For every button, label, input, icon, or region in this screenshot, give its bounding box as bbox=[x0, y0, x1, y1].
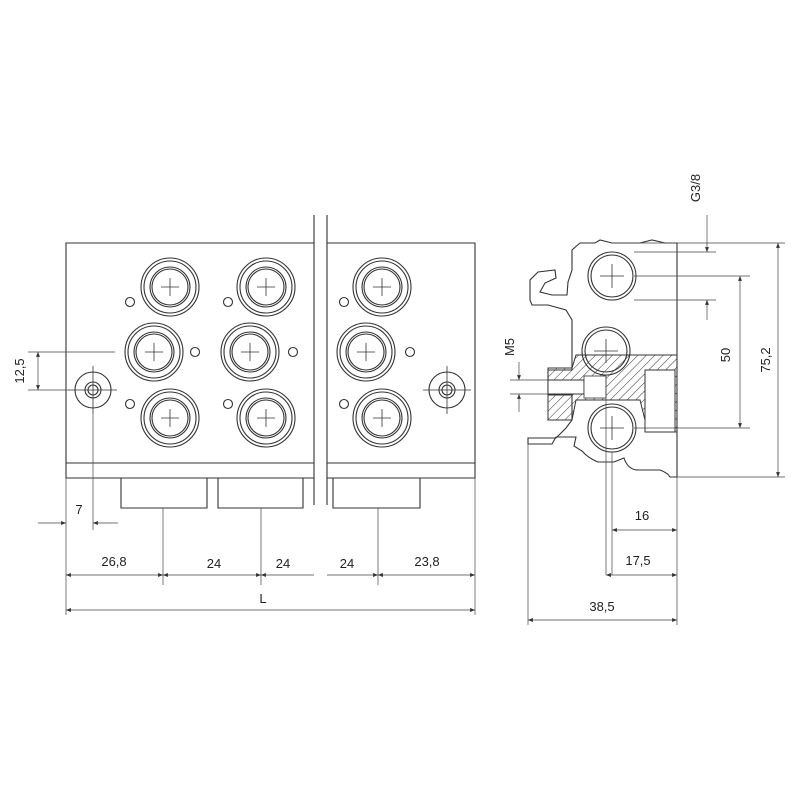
dim-L: L bbox=[259, 591, 266, 606]
dim-38-5: 38,5 bbox=[589, 599, 614, 614]
dim-M5: M5 bbox=[502, 338, 517, 356]
small-hole bbox=[404, 346, 416, 358]
side-bore-bottom bbox=[587, 403, 637, 453]
port bbox=[236, 257, 296, 317]
dim-17-5: 17,5 bbox=[625, 553, 650, 568]
dim-24-b: 24 bbox=[276, 556, 290, 571]
cross-bore bbox=[583, 375, 607, 399]
port bbox=[220, 322, 280, 382]
dim-26-8: 26,8 bbox=[101, 554, 126, 569]
dim-23-8: 23,8 bbox=[414, 554, 439, 569]
port bbox=[140, 257, 200, 317]
port bbox=[124, 322, 184, 382]
small-hole bbox=[287, 346, 299, 358]
dim-50: 50 bbox=[718, 348, 733, 362]
port bbox=[352, 257, 412, 317]
port bbox=[336, 322, 396, 382]
dim-G3-8: G3/8 bbox=[688, 174, 703, 202]
front-body-left bbox=[65, 242, 314, 479]
front-dimensions: 12,5 7 26,8 24 24 24 23,8 L bbox=[12, 351, 476, 615]
small-hole bbox=[222, 398, 234, 410]
side-dimensions: G3/8 50 75,2 M5 16 17,5 38,5 bbox=[502, 174, 785, 625]
dim-75-2: 75,2 bbox=[758, 347, 773, 372]
bottom-tab-3 bbox=[332, 478, 421, 509]
small-hole bbox=[338, 398, 350, 410]
dim-24-c: 24 bbox=[340, 556, 354, 571]
side-bore-top bbox=[587, 251, 637, 301]
mounting-hole-left bbox=[69, 366, 117, 414]
small-hole bbox=[222, 296, 234, 308]
small-hole bbox=[124, 398, 136, 410]
small-hole bbox=[338, 296, 350, 308]
counter-bore bbox=[644, 369, 676, 433]
bottom-tab-2 bbox=[217, 478, 304, 509]
port bbox=[140, 388, 200, 448]
bottom-tab-1 bbox=[120, 478, 208, 509]
port bbox=[352, 388, 412, 448]
small-hole bbox=[189, 346, 201, 358]
mounting-hole-right bbox=[423, 366, 471, 414]
dim-16: 16 bbox=[635, 508, 649, 523]
front-view bbox=[65, 215, 476, 585]
small-holes bbox=[124, 296, 416, 410]
dim-12-5: 12,5 bbox=[12, 358, 27, 383]
side-view bbox=[527, 239, 678, 478]
front-body-right bbox=[327, 242, 476, 479]
m5-bore bbox=[547, 379, 585, 395]
dim-24-a: 24 bbox=[207, 556, 221, 571]
dim-7: 7 bbox=[75, 502, 82, 517]
port bbox=[236, 388, 296, 448]
small-hole bbox=[124, 296, 136, 308]
side-body-outline bbox=[527, 239, 678, 478]
